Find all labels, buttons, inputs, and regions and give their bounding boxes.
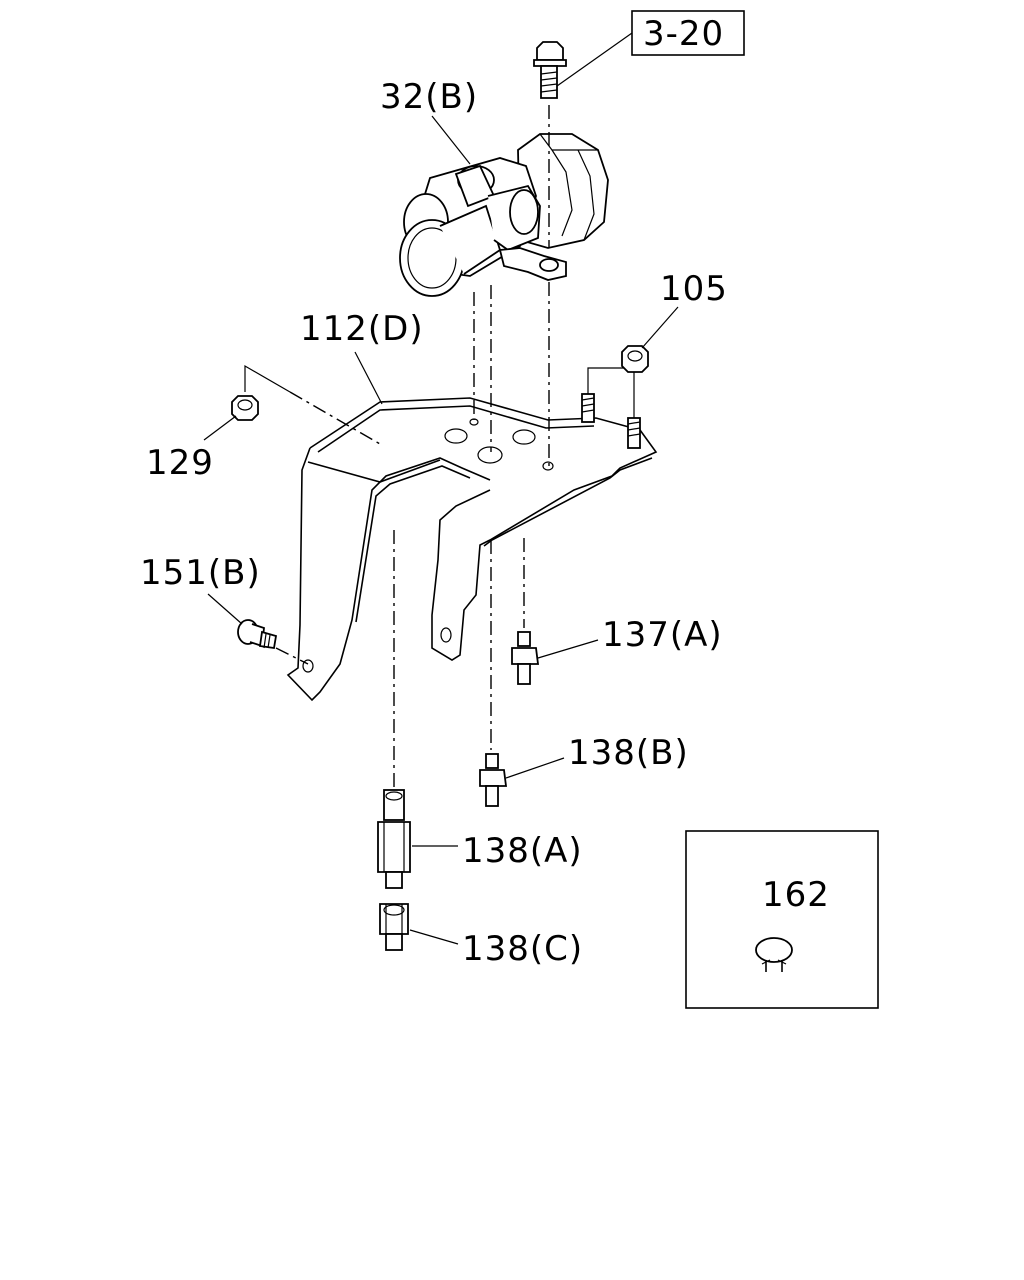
part-151b-bolt[interactable] xyxy=(237,619,278,650)
part-138b[interactable] xyxy=(479,753,508,807)
label-138b[interactable]: 138(B) xyxy=(568,733,689,773)
label-105[interactable]: 105 xyxy=(660,269,728,309)
inset-box-162 xyxy=(685,830,879,1009)
bolt-top xyxy=(533,41,567,99)
part-129-nut[interactable] xyxy=(231,395,259,421)
label-162[interactable]: 162 xyxy=(762,875,830,915)
part-105-nut[interactable] xyxy=(621,345,649,373)
label-112d[interactable]: 112(D) xyxy=(300,309,424,349)
part-162-clip[interactable] xyxy=(755,937,793,972)
part-138c[interactable] xyxy=(379,903,409,951)
part-137a[interactable] xyxy=(511,631,540,685)
label-138c[interactable]: 138(C) xyxy=(462,929,583,969)
label-138a[interactable]: 138(A) xyxy=(462,831,583,871)
label-137a[interactable]: 137(A) xyxy=(602,615,723,655)
stud-bolts xyxy=(581,367,641,449)
part-138a[interactable] xyxy=(377,789,411,889)
label-129[interactable]: 129 xyxy=(146,443,214,483)
label-32b[interactable]: 32(B) xyxy=(380,77,478,117)
label-151b[interactable]: 151(B) xyxy=(140,553,261,593)
ref-label-3-20[interactable]: 3-20 xyxy=(643,14,724,54)
part-112d-bracket[interactable] xyxy=(286,397,658,702)
part-32b-valve[interactable] xyxy=(399,133,609,297)
